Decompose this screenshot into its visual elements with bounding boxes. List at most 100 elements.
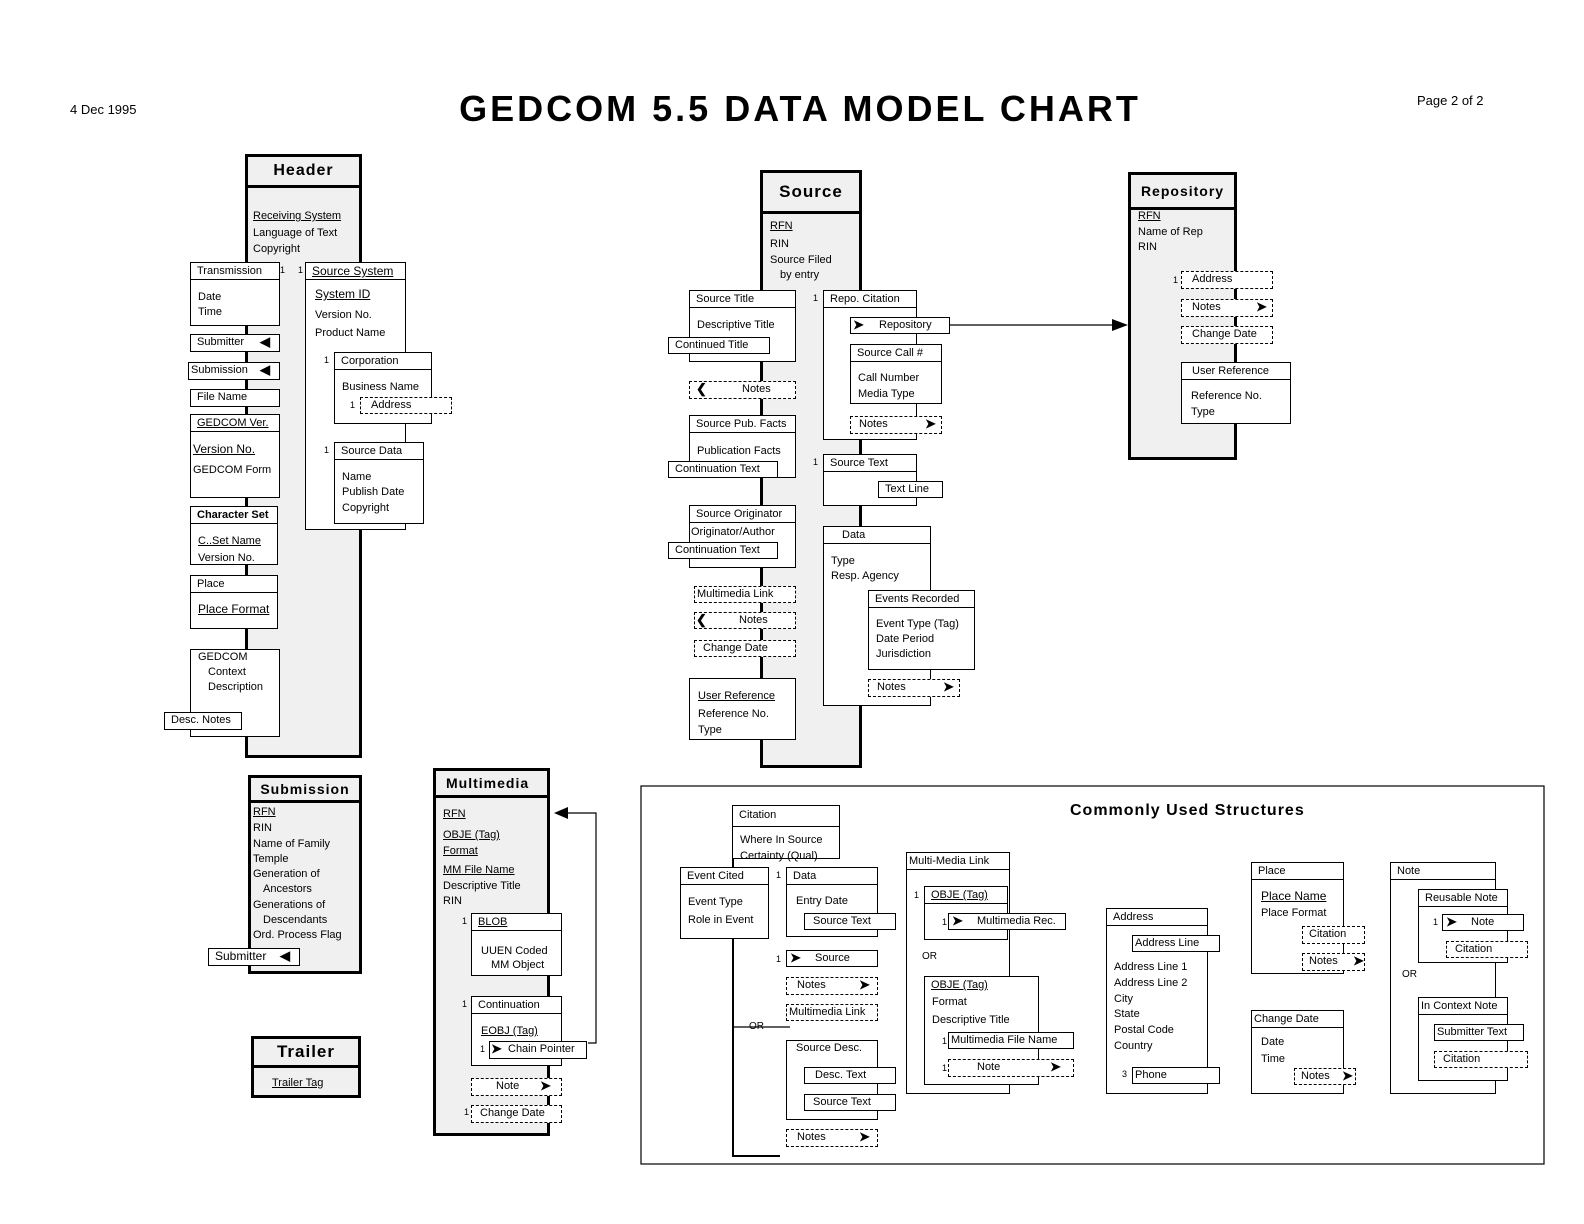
submission-field: Ord. Process Flag: [253, 929, 342, 941]
source-notes-link: Notes: [689, 381, 796, 399]
source-field: Source Filed: [770, 254, 832, 266]
pointer-arrow-icon: ➤: [790, 950, 801, 965]
continuation-text-label: Continuation Text: [675, 463, 760, 475]
multimedia-field: MM File Name: [443, 864, 515, 876]
desc-notes-label: Desc. Notes: [171, 714, 231, 726]
system-id: System ID: [315, 287, 371, 301]
submission-record: Submission: [248, 775, 362, 974]
citation-source-text: Source Text: [804, 913, 896, 930]
obje-title: OBJE (Tag): [925, 887, 1007, 904]
trailer-tag: Trailer Tag: [272, 1077, 324, 1089]
cardinality: 1: [942, 1063, 948, 1073]
submission-field: Generations of: [253, 899, 326, 911]
place-name: Place Name: [1261, 889, 1327, 903]
publication-facts: Publication Facts: [697, 445, 781, 457]
submission-label: Submission: [191, 364, 248, 376]
transmission-time: Time: [198, 306, 223, 318]
continuation-text-2: Continuation Text: [668, 542, 778, 559]
address-field: Address Line 2: [1114, 977, 1188, 989]
context-line: Context: [208, 666, 246, 678]
change-date-title: Change Date: [1252, 1011, 1343, 1028]
submitter-label: Submitter: [215, 949, 267, 963]
obje-title: OBJE (Tag): [931, 979, 988, 991]
citation-label: Citation: [1455, 943, 1493, 955]
cardinality: 1: [462, 999, 468, 1009]
citation-label: Citation: [1443, 1053, 1481, 1065]
pointer-arrow-icon: ➤: [859, 977, 870, 992]
context-line: Description: [208, 681, 264, 693]
corporation-title: Corporation: [335, 353, 431, 370]
submission-field: Generation of: [253, 868, 320, 880]
multimedia-rec-link: Multimedia Rec.: [948, 913, 1066, 930]
copyright-field: Copyright: [253, 243, 301, 255]
place-title: Place: [1252, 863, 1343, 880]
repository-title: Repository: [1131, 175, 1234, 210]
citation-label: Citation: [1309, 928, 1347, 940]
trailer-record: Trailer: [251, 1036, 361, 1098]
submission-field: Temple: [253, 853, 289, 865]
source-data-field: Publish Date: [342, 486, 405, 498]
pointer-arrow-icon: ➤: [853, 317, 864, 332]
address-title: Address: [1107, 909, 1207, 926]
source-text-box: Source Text: [823, 454, 917, 506]
events-recorded-title: Events Recorded: [869, 591, 974, 608]
data-title: Data: [824, 527, 930, 544]
product-name: Product Name: [315, 327, 386, 339]
blob-field: UUEN Coded: [481, 945, 548, 957]
multimedia-field: Format: [443, 845, 478, 857]
repository-field: RIN: [1138, 241, 1157, 253]
transmission-box: Transmission: [190, 262, 280, 326]
file-name-box: File Name: [190, 389, 280, 407]
call-number: Call Number: [858, 372, 920, 384]
reference-no: Reference No.: [698, 708, 769, 720]
source-desc-title: Source Desc.: [796, 1042, 863, 1054]
repository-label: Repository: [879, 319, 932, 331]
source-title: Source: [763, 173, 859, 214]
cardinality: 1: [324, 355, 330, 365]
source-data-field: Copyright: [342, 502, 390, 514]
source-data-field: Name: [342, 471, 372, 483]
citation-notes-link: Notes: [786, 977, 878, 995]
sys-version: Version No.: [315, 309, 372, 321]
source-change-date: Change Date: [694, 640, 796, 657]
cardinality: 1: [1433, 917, 1439, 927]
repo-citation-title: Repo. Citation: [824, 291, 916, 308]
cset-name: C..Set Name: [198, 535, 261, 547]
in-context-title: In Context Note: [1419, 998, 1507, 1015]
reusable-note-link: Note: [1442, 914, 1524, 931]
phone-label: Phone: [1135, 1069, 1167, 1081]
character-set-box: Character Set: [190, 506, 278, 565]
address-line-label: Address Line: [1135, 937, 1200, 949]
notes-label: Notes: [859, 418, 888, 430]
cardinality: 1: [776, 870, 782, 880]
submission-field: RIN: [253, 822, 272, 834]
pointer-arrow-icon: ➤: [1256, 299, 1267, 314]
pointer-arrow-icon: ➤: [1353, 953, 1364, 968]
reusable-citation-link: Citation: [1446, 941, 1528, 958]
source-call-title: Source Call #: [851, 345, 941, 362]
pointer-arrow-icon: ➤: [491, 1041, 502, 1056]
chart-date: 4 Dec 1995: [70, 102, 137, 117]
cardinality: 1: [462, 916, 468, 926]
place-format: Place Format: [198, 602, 270, 616]
repo-user-reference-box: User Reference: [1181, 362, 1291, 424]
user-reference-title: User Reference: [1182, 363, 1290, 380]
submission-field: Descendants: [263, 914, 328, 926]
cardinality: 1: [298, 265, 304, 275]
mmlink-title: Multi-Media Link: [907, 853, 1009, 870]
blob-field: MM Object: [491, 959, 545, 971]
event-field: Event Type: [688, 896, 743, 908]
multimedia-field: RFN: [443, 808, 466, 820]
notes-label: Notes: [739, 614, 768, 626]
user-reference-title: User Reference: [698, 690, 776, 702]
events-field: Jurisdiction: [876, 648, 932, 660]
event-field: Role in Event: [688, 914, 754, 926]
submission-title: Submission: [251, 778, 359, 803]
data-field: Resp. Agency: [831, 570, 899, 582]
pointer-arrow-icon: ➤: [952, 913, 963, 928]
repo-notes-link: Notes: [1181, 299, 1273, 317]
source-field: RIN: [770, 238, 789, 250]
place-title: Place: [191, 576, 277, 593]
originator-title: Source Originator: [690, 506, 795, 523]
entry-date: Entry Date: [796, 895, 848, 907]
